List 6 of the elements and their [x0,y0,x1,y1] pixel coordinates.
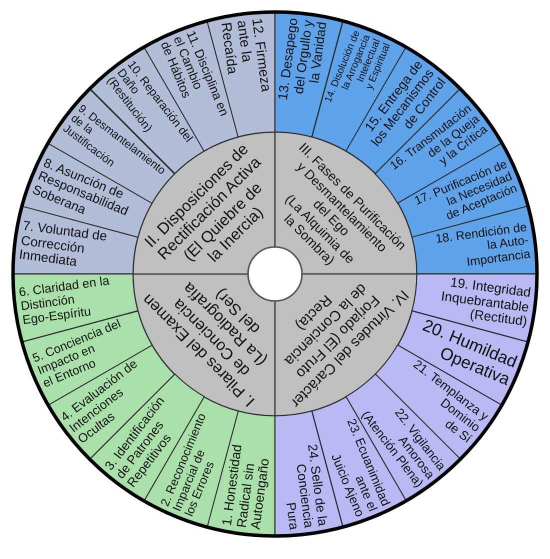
segment-label: 1. Honestidad Radical sin Autoengaño [220,444,273,531]
segment-label: 12. Firmeza ante la Recaída [219,17,274,92]
segment-label: 18. Rendición de la Auto-Importancia [435,220,532,270]
segment-label: 24. Sello de la Conciencia Pura [282,443,330,531]
segment-label: 7. Voluntad de Corrección Inmediata [18,218,108,272]
segment-label: 19. Integridad Inquebrantable (Rectitud) [440,274,532,329]
